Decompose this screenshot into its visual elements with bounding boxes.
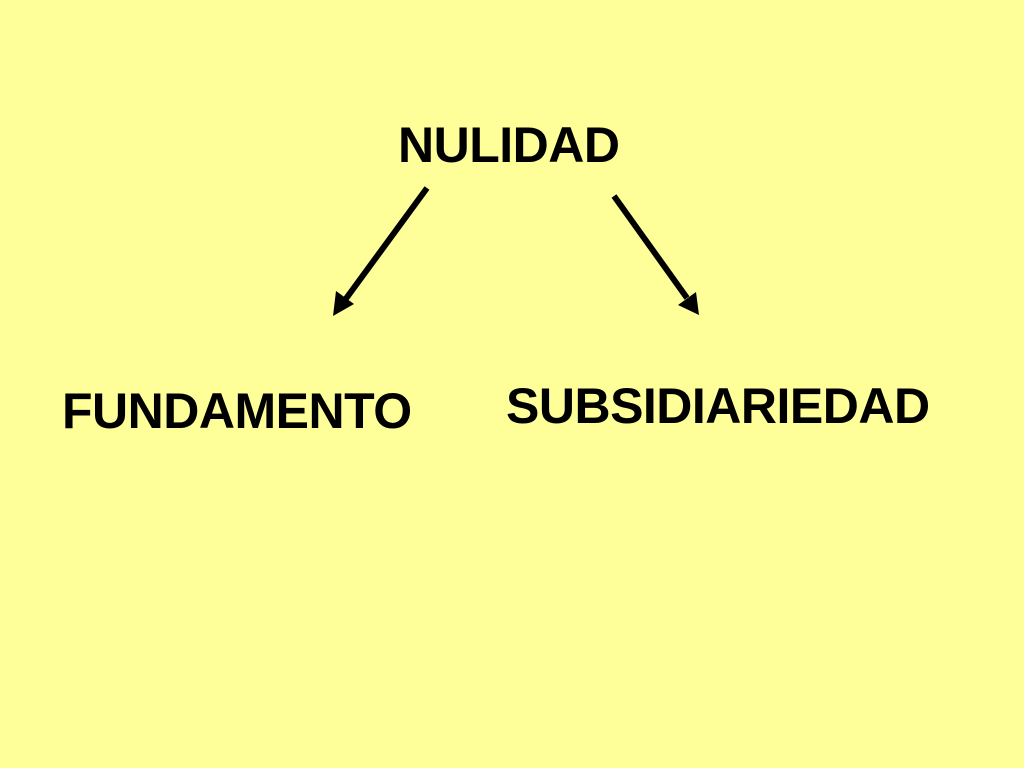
left-branch-arrow bbox=[333, 186, 430, 316]
right-branch-label: SUBSIDIARIEDAD bbox=[506, 378, 930, 434]
right-arrow-shaft bbox=[611, 194, 690, 300]
left-arrow-shaft bbox=[342, 186, 430, 302]
left-branch-label: FUNDAMENTO bbox=[62, 383, 412, 439]
left-arrowhead-icon bbox=[333, 291, 354, 316]
root-concept-label: NULIDAD bbox=[398, 117, 620, 173]
right-arrowhead-icon bbox=[678, 292, 699, 315]
right-branch-arrow bbox=[611, 194, 699, 315]
